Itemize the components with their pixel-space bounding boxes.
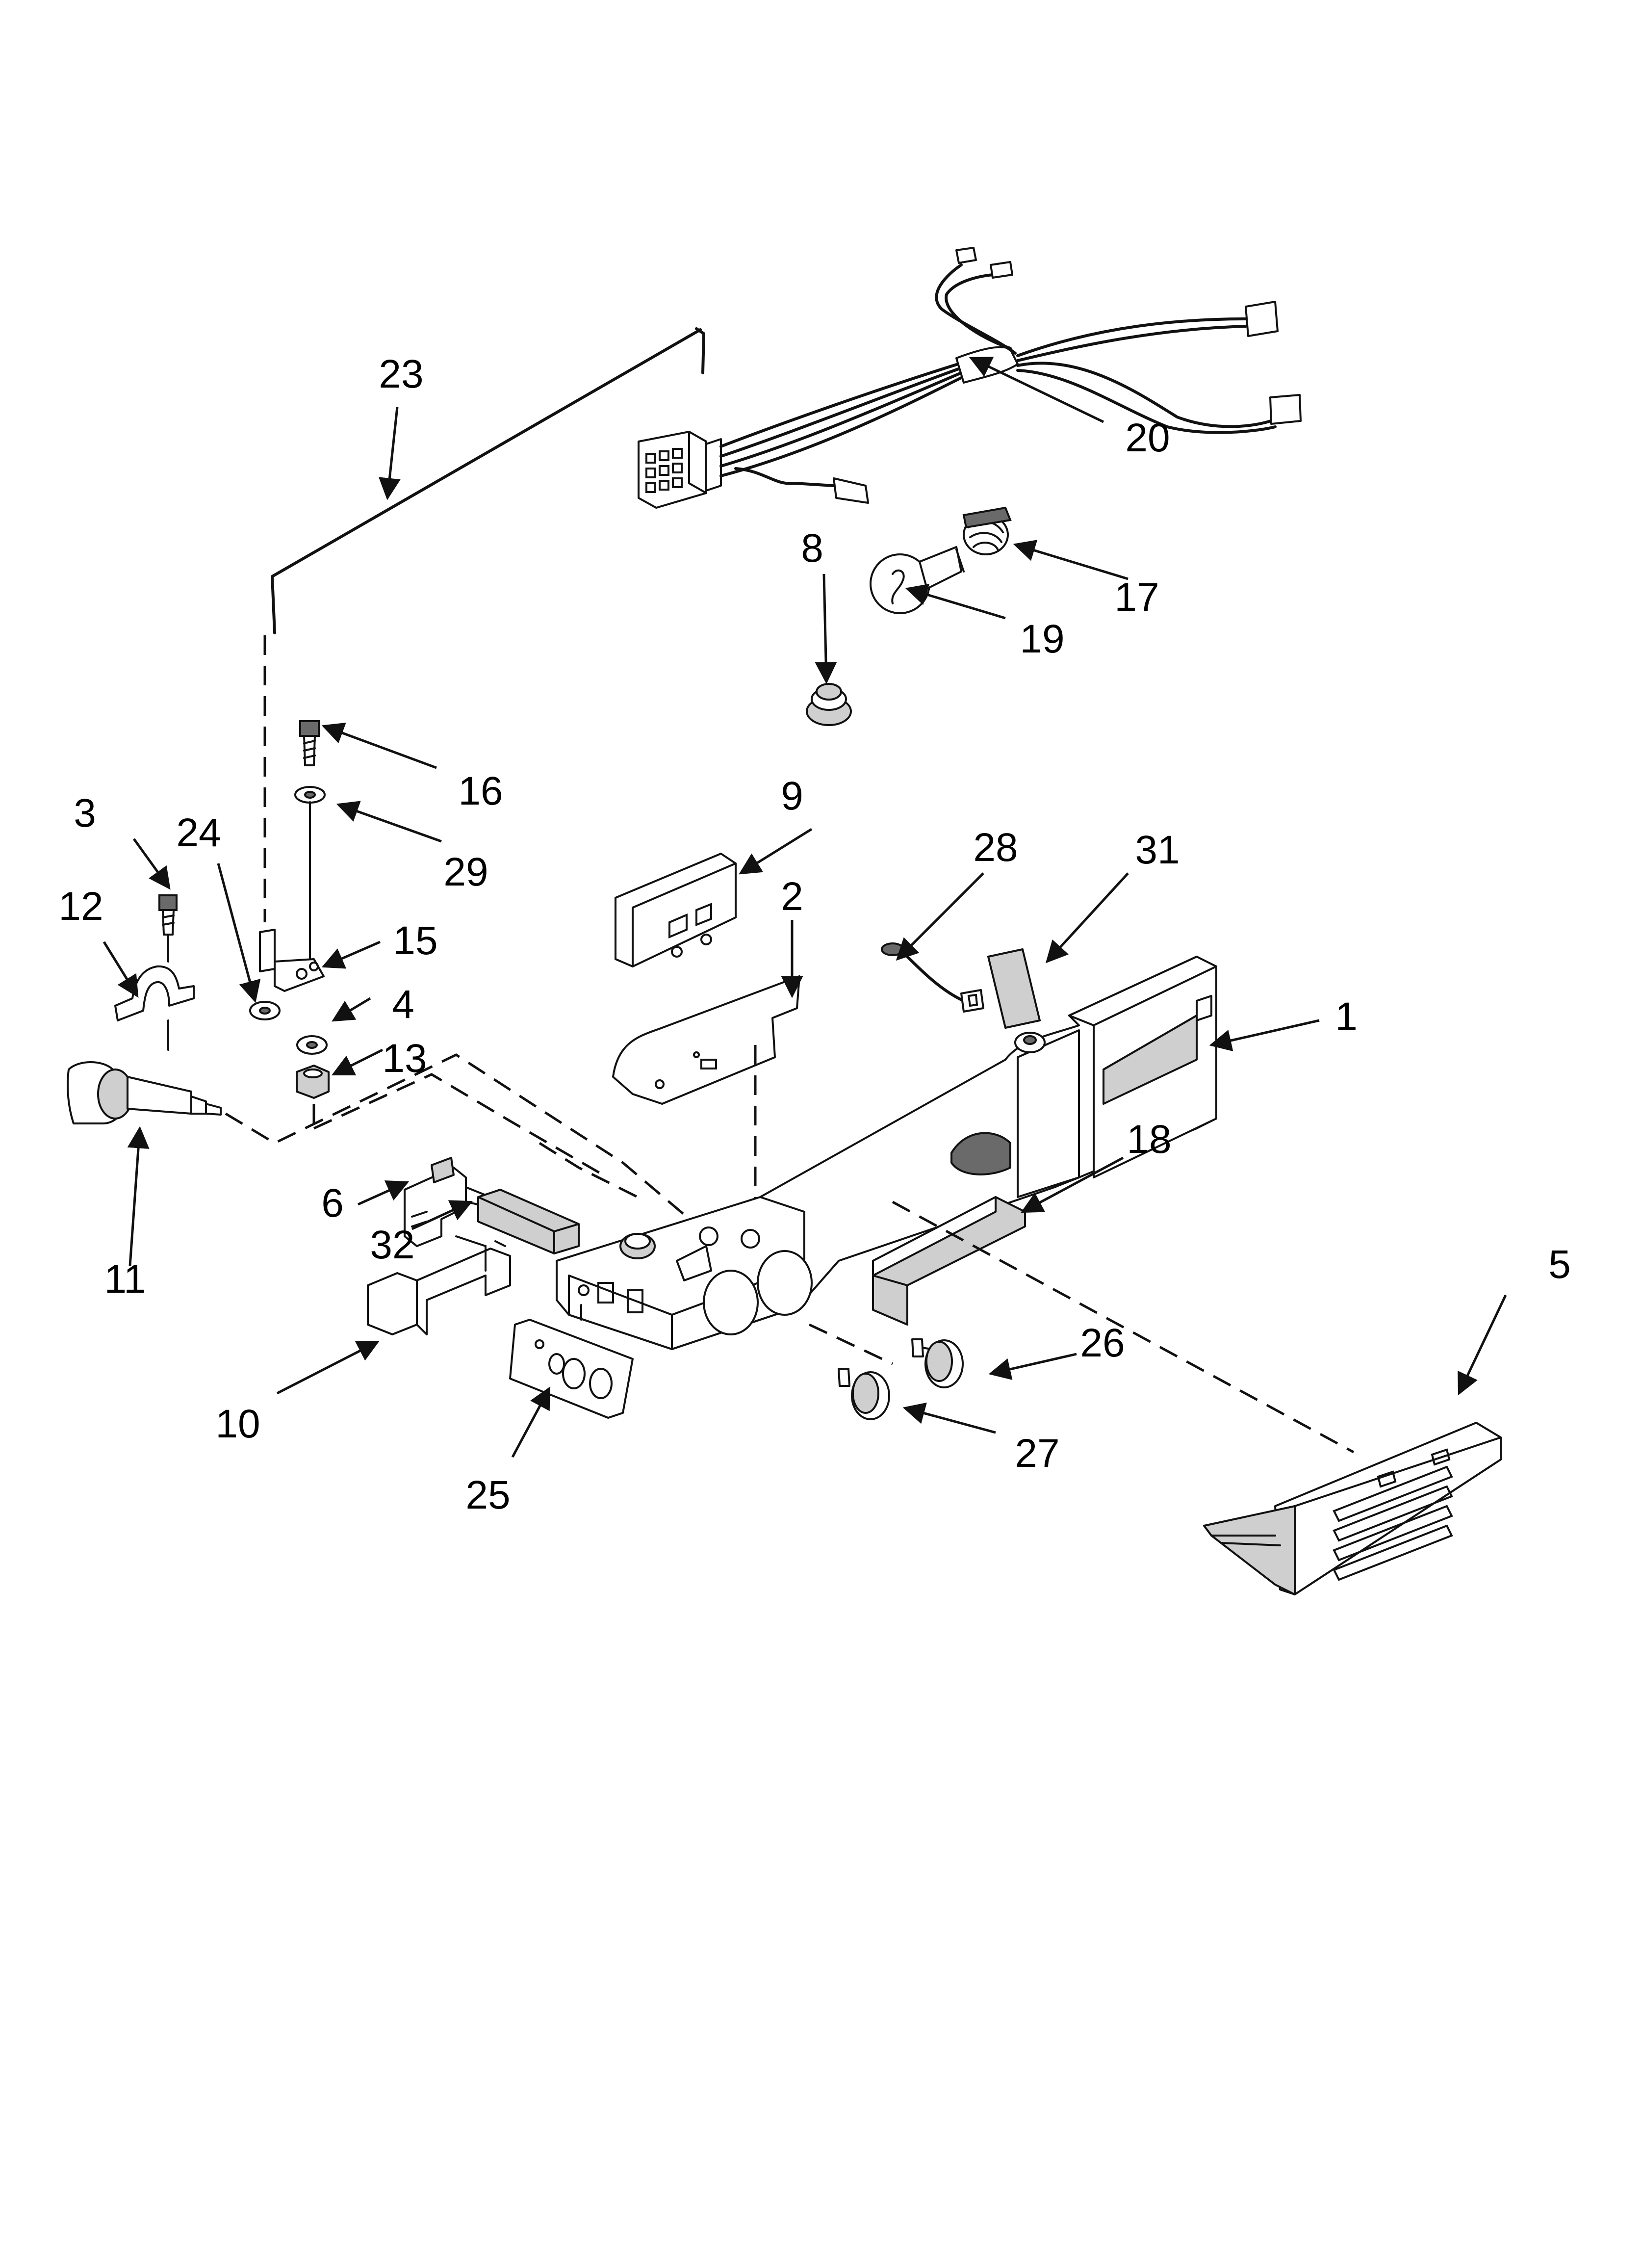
callout-18: 18 <box>1127 1117 1171 1162</box>
callout-15: 15 <box>393 918 437 963</box>
part-washer-29 <box>294 786 326 804</box>
part-clamp-12 <box>114 965 195 1051</box>
callout-11: 11 <box>104 1257 146 1302</box>
part-lamp-socket <box>962 506 1012 555</box>
part-plate-2 <box>612 975 800 1207</box>
callout-23: 23 <box>379 352 423 396</box>
part-lever-assembly <box>259 635 325 992</box>
part-washer-4 <box>296 1035 328 1055</box>
part-insulation-18 <box>872 1196 1026 1326</box>
callout-4: 4 <box>392 982 414 1027</box>
part-sensor-28 <box>881 942 984 1013</box>
part-plug-button <box>806 683 852 726</box>
part-nut-13 <box>296 1065 330 1099</box>
part-grille-5 <box>1203 1422 1502 1595</box>
callout-labels: 1 2 3 4 5 6 8 9 10 11 12 13 15 16 17 18 … <box>58 352 1570 1517</box>
part-housing-1 <box>556 956 1217 1350</box>
callout-8: 8 <box>801 526 823 571</box>
part-foam-32 <box>477 1189 580 1254</box>
callout-24: 24 <box>176 810 221 855</box>
part-screw-3 <box>158 894 178 963</box>
callout-19: 19 <box>1020 617 1064 661</box>
callout-28: 28 <box>973 825 1018 870</box>
callout-16: 16 <box>458 769 503 813</box>
callout-29: 29 <box>443 850 488 894</box>
callout-6: 6 <box>321 1181 344 1225</box>
callout-32: 32 <box>370 1223 414 1267</box>
callout-26: 26 <box>1080 1321 1125 1365</box>
part-bracket-9 <box>615 853 737 967</box>
assembly-dashed-lines <box>225 1053 1355 1454</box>
part-screw-16 <box>299 720 320 766</box>
part-light-bulb <box>870 546 965 614</box>
part-bracket-10 <box>367 1235 511 1335</box>
callout-10: 10 <box>215 1402 260 1446</box>
callout-13: 13 <box>382 1036 427 1081</box>
part-overlay-25 <box>509 1319 634 1419</box>
callout-5: 5 <box>1548 1242 1571 1287</box>
callout-2: 2 <box>781 874 803 919</box>
part-shaft-11 <box>67 1061 222 1124</box>
part-wire-harness <box>638 247 1302 509</box>
part-washer-24 <box>249 1001 281 1020</box>
callout-1: 1 <box>1335 994 1358 1039</box>
callout-31: 31 <box>1135 828 1180 872</box>
callout-leaders <box>103 357 1507 1458</box>
callout-3: 3 <box>74 791 96 835</box>
part-knob-26 <box>911 1338 964 1388</box>
callout-9: 9 <box>781 774 803 818</box>
callout-27: 27 <box>1015 1431 1059 1476</box>
callout-25: 25 <box>465 1473 510 1517</box>
callout-17: 17 <box>1114 575 1159 620</box>
callout-12: 12 <box>58 884 103 929</box>
callout-20: 20 <box>1125 416 1170 460</box>
part-rod <box>271 327 705 634</box>
part-pad-31 <box>987 948 1041 1029</box>
part-knob-27 <box>838 1368 890 1420</box>
